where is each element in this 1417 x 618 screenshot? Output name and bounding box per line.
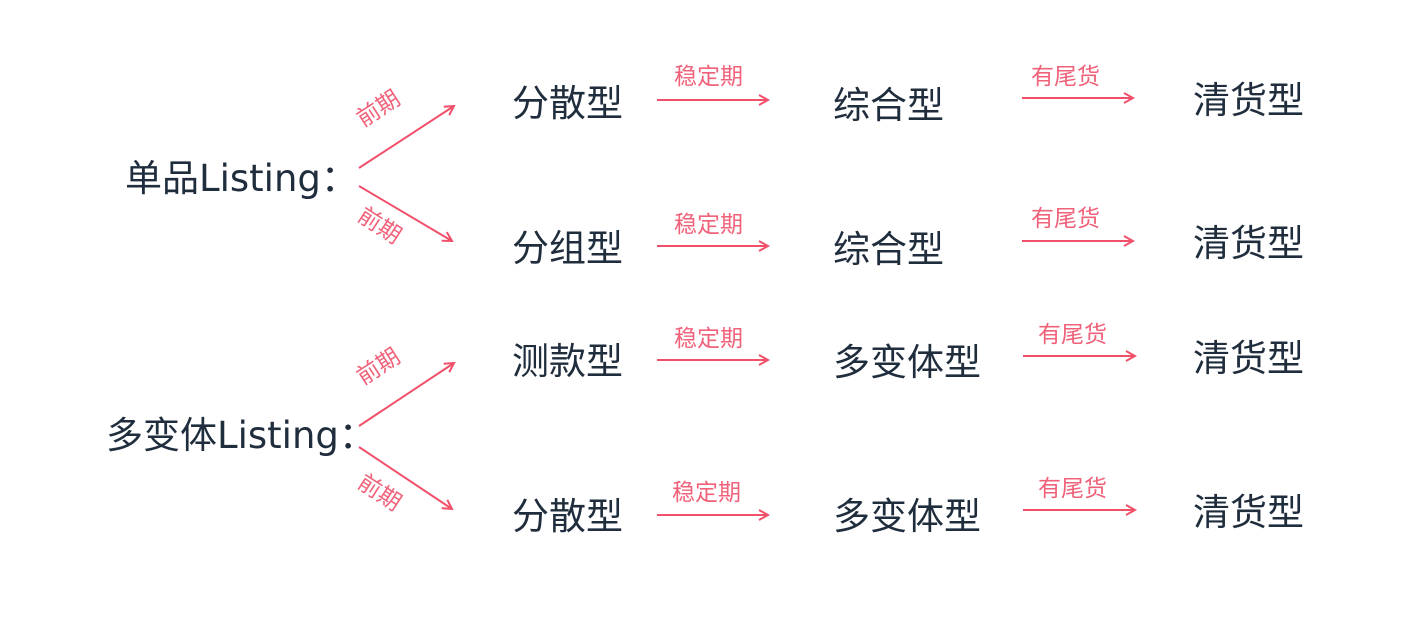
node-comprehensive-type: 综合型 (833, 84, 944, 127)
stable-stage-label: 稳定期 (674, 326, 743, 352)
node-clearance-type: 清货型 (1193, 222, 1304, 265)
multi-variant-listing-label: 多变体Listing： (106, 414, 376, 457)
leftover-stock-label: 有尾货 (1031, 206, 1100, 232)
leftover-stock-label: 有尾货 (1038, 322, 1107, 348)
node-test-style-type: 测款型 (512, 340, 623, 383)
node-multi-variant-type: 多变体型 (833, 495, 981, 538)
node-clearance-type: 清货型 (1193, 491, 1304, 534)
node-dispersed-type: 分散型 (512, 82, 623, 125)
node-dispersed-type: 分散型 (512, 495, 623, 538)
branch-arrow-down (358, 446, 452, 509)
node-comprehensive-type: 综合型 (833, 228, 944, 271)
branch-arrow-up (358, 106, 454, 169)
leftover-stock-label: 有尾货 (1038, 476, 1107, 502)
leftover-stock-label: 有尾货 (1031, 64, 1100, 90)
node-clearance-type: 清货型 (1193, 79, 1304, 122)
stable-stage-label: 稳定期 (672, 480, 741, 506)
node-multi-variant-type: 多变体型 (833, 341, 981, 384)
branch-arrow-down (358, 185, 452, 241)
node-clearance-type: 清货型 (1193, 337, 1304, 380)
stable-stage-label: 稳定期 (674, 64, 743, 90)
node-grouped-type: 分组型 (512, 227, 623, 270)
single-listing-label: 单品Listing： (125, 157, 358, 200)
branch-arrow-up (358, 363, 454, 427)
stable-stage-label: 稳定期 (674, 212, 743, 238)
